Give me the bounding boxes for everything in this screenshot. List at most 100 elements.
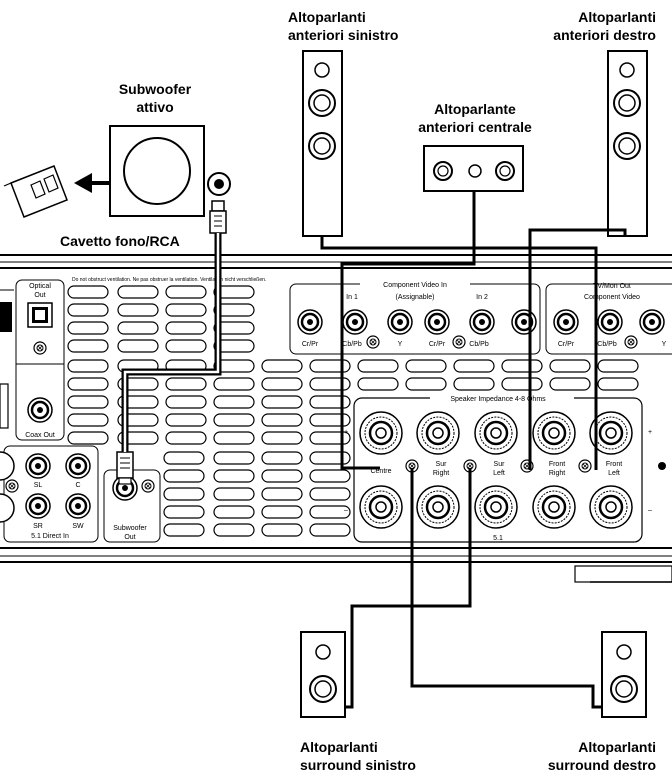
- tvmon-crpr-label: Cr/Pr: [558, 341, 575, 348]
- plus-label-right: +: [648, 429, 652, 436]
- front-right-speaker: [607, 50, 648, 237]
- coax-out-label: Coax Out: [25, 432, 55, 439]
- subwoofer-out-label-1: Subwoofer: [113, 525, 147, 532]
- ground-screw-icon: [33, 341, 47, 355]
- in2-cr-jack[interactable]: [423, 308, 451, 336]
- sw-jack[interactable]: [64, 492, 92, 520]
- sl-jack[interactable]: [24, 452, 52, 480]
- optical-label-1: Optical: [29, 283, 51, 290]
- speaker-terminal-block: Speaker Impedance 4-8 Ohms + – + – Centr…: [344, 393, 666, 543]
- direct-in-section: SL C SR SW 5.1 Direct In: [0, 445, 99, 543]
- front-left-caption-2: anteriori sinistro: [288, 27, 398, 43]
- front-right-caption-2: anteriori destro: [553, 27, 656, 43]
- tvmon-y-label: Y: [662, 341, 667, 348]
- subwoofer-caption-1: Subwoofer: [119, 81, 192, 97]
- tvmon-y-jack[interactable]: [638, 308, 666, 336]
- center-caption-1: Altoparlante: [434, 101, 516, 117]
- ground-screw-icon: [141, 479, 155, 493]
- receiver-rear-panel: Do not obstruct ventilation. Ne pas obst…: [0, 254, 672, 583]
- front-left-speaker: [302, 50, 343, 237]
- tvmon-cr-jack[interactable]: [552, 308, 580, 336]
- ground-screw-icon: [452, 335, 466, 349]
- ground-screw-icon: [5, 479, 19, 493]
- in1-y-jack[interactable]: [386, 308, 414, 336]
- in1-label: In 1: [346, 294, 358, 301]
- c-jack[interactable]: [64, 452, 92, 480]
- speaker-impedance-label: Speaker Impedance 4-8 Ohms: [450, 396, 546, 403]
- subwoofer-out-section: Subwoofer Out: [103, 469, 161, 543]
- rca-plug-top: [209, 200, 227, 234]
- front-left-label-1: Front: [606, 461, 622, 468]
- speaker-cables: [121, 191, 627, 709]
- surround-right-caption-1: Altoparlanti: [578, 739, 656, 755]
- tvmon-cb-jack[interactable]: [596, 308, 624, 336]
- ground-screw-icon: [624, 335, 638, 349]
- coax-out-jack[interactable]: [26, 396, 54, 424]
- sur-right-label-1: Sur: [436, 461, 448, 468]
- active-subwoofer: [109, 125, 205, 217]
- front-left-label-2: Left: [608, 470, 620, 477]
- ventilation-warning: Do not obstruct ventilation. Ne pas obst…: [72, 277, 266, 283]
- rca-plug-bottom: [116, 451, 134, 485]
- tvmon-out-label: TV/Mon Out: [593, 283, 631, 290]
- c-label: C: [75, 482, 80, 489]
- centre-plus-terminal[interactable]: [358, 410, 404, 456]
- surround-left-caption-1: Altoparlanti: [300, 739, 378, 755]
- sur-right-plus-terminal[interactable]: [415, 410, 461, 456]
- digital-out-section: Optical Out Coax Out: [0, 279, 65, 441]
- component-video-label: Component Video: [584, 294, 640, 301]
- in2-label: In 2: [476, 294, 488, 301]
- front-right-minus-terminal[interactable]: [531, 484, 577, 530]
- plus-label: +: [344, 429, 348, 436]
- sw-label: SW: [72, 523, 84, 530]
- component-video-in-section: Component Video In In 1 (Assignable) In …: [289, 279, 541, 355]
- front-right-plus-terminal[interactable]: [531, 410, 577, 456]
- front-right-label-2: Right: [549, 470, 565, 477]
- in2-cb-jack[interactable]: [468, 308, 496, 336]
- in1-cb-jack[interactable]: [341, 308, 369, 336]
- direct-in-label: 5.1 Direct In: [31, 533, 69, 540]
- front-right-caption-1: Altoparlanti: [578, 9, 656, 25]
- front-left-minus-terminal[interactable]: [588, 484, 634, 530]
- sur-right-minus-terminal[interactable]: [415, 484, 461, 530]
- center-caption-2: anteriori centrale: [418, 119, 532, 135]
- in1-cr-jack[interactable]: [296, 308, 324, 336]
- centre-minus-terminal[interactable]: [358, 484, 404, 530]
- sl-label: SL: [34, 482, 43, 489]
- power-outlet-icon: [3, 165, 68, 218]
- minus-label: –: [344, 507, 348, 514]
- centre-label: Centre: [370, 468, 391, 475]
- in1-cbpb-label: Cb/Pb: [342, 341, 362, 348]
- sur-left-label-1: Sur: [494, 461, 506, 468]
- sur-left-plus-terminal[interactable]: [473, 410, 519, 456]
- in2-y-jack[interactable]: [510, 308, 538, 336]
- ground-screw-icon: [366, 335, 380, 349]
- in1-crpr-label: Cr/Pr: [302, 341, 319, 348]
- center-speaker: [423, 145, 524, 192]
- surround-left-caption-2: surround sinistro: [300, 757, 416, 773]
- optical-label-2: Out: [34, 292, 45, 299]
- front-right-label-1: Front: [549, 461, 565, 468]
- component-video-in-label: Component Video In: [383, 282, 447, 289]
- front-left-caption-1: Altoparlanti: [288, 9, 366, 25]
- cable-caption: Cavetto fono/RCA: [60, 233, 180, 249]
- surround-right-speaker: [601, 631, 647, 718]
- sur-left-label-2: Left: [493, 470, 505, 477]
- subwoofer-input-jack: [207, 172, 231, 196]
- in1-y-label: Y: [398, 341, 403, 348]
- surround-left-speaker: [300, 631, 346, 718]
- arrow-left-icon: [74, 173, 110, 193]
- assignable-label: (Assignable): [396, 294, 435, 301]
- sur-left-minus-terminal[interactable]: [473, 484, 519, 530]
- tvmon-cbpb-label: Cb/Pb: [597, 341, 617, 348]
- tv-mon-out-section: TV/Mon Out Component Video Cr/Pr Cb/Pb Y: [545, 283, 672, 355]
- subwoofer-caption-2: attivo: [136, 99, 173, 115]
- surround-right-caption-2: surround destro: [548, 757, 656, 773]
- in2-crpr-label: Cr/Pr: [429, 341, 446, 348]
- captions: Altoparlanti anteriori sinistro Altoparl…: [60, 9, 656, 773]
- sr-label: SR: [33, 523, 43, 530]
- terminal-screw-icon: [578, 459, 592, 473]
- sr-jack[interactable]: [24, 492, 52, 520]
- sur-right-label-2: Right: [433, 470, 449, 477]
